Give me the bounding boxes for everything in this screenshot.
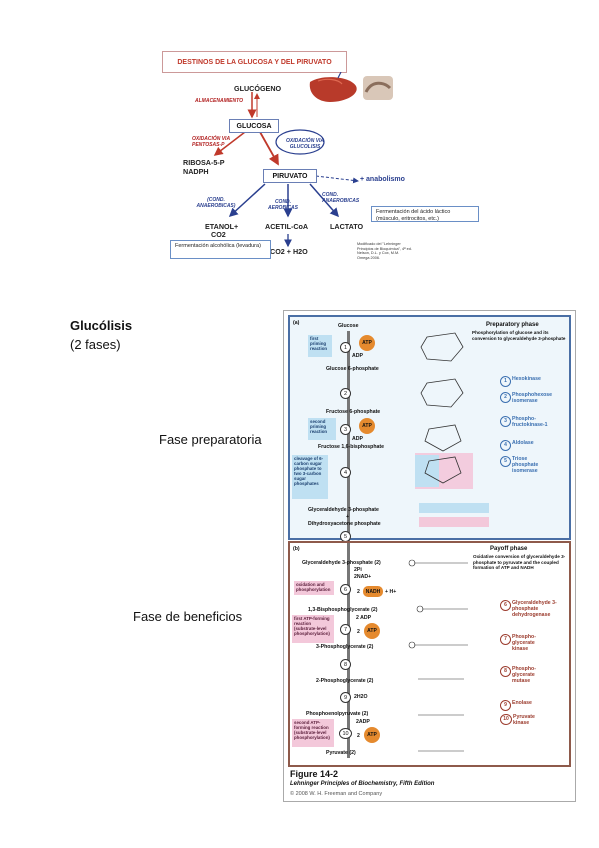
step-9-marker: 9 xyxy=(340,692,351,703)
figure-caption-title: Figure 14-2 xyxy=(290,769,339,779)
co2-h2o-node: CO2 + H2O xyxy=(270,247,308,256)
hplus-cofactor: + H+ xyxy=(385,589,397,595)
co2-node: CO2 xyxy=(211,230,226,239)
nadph-node: NADPH xyxy=(183,167,209,176)
pi2-cofactor: 2Pi xyxy=(354,567,362,573)
enzyme-phosphoglycerate-kinase: 7 Phospho-glycerate kinase xyxy=(500,634,560,653)
cleavage-label: cleavage of 6-carbon sugar phosphate to … xyxy=(292,455,328,499)
cond-aerobicas-label: COND. AEROBICAS xyxy=(268,199,299,211)
step-8-marker: 8 xyxy=(340,659,351,670)
step-3-marker: 3 xyxy=(340,424,351,435)
h2o-cofactor: 2H2O xyxy=(354,694,368,700)
anabolismo-label: + anabolismo xyxy=(360,176,405,183)
piruvato-node: PIRUVATO xyxy=(263,169,317,183)
enzyme-aldolase: 4 Aldolase xyxy=(500,440,534,451)
first-priming-label: first priming reaction xyxy=(308,335,332,357)
pg3-metabolite: 3-Phosphoglycerate (2) xyxy=(316,644,374,650)
glucolisis-subtitle: (2 fases) xyxy=(70,337,121,352)
adp2-cofactor: 2 ADP xyxy=(356,615,372,621)
oxidacion-glucolisis-label: OXIDACIÓN VIA GLUCOLISIS xyxy=(285,138,325,150)
preparatory-phase-desc: Phosphorylation of glucose and its conve… xyxy=(472,330,566,341)
fermentacion-lactica-note: Fermentación del ácido láctico (músculo,… xyxy=(371,206,479,222)
enzyme-triose-phosphate-isomerase: 5 Triose phosphate isomerase xyxy=(500,456,560,475)
adp-3: ADP xyxy=(352,436,363,442)
adp-1: ADP xyxy=(352,353,363,359)
g6p-metabolite: Glucose 6-phosphate xyxy=(326,366,379,372)
enzyme-pyruvate-kinase: 10 Pyruvate kinase xyxy=(500,714,550,727)
second-atp-label: second ATP-forming reaction (substrate-l… xyxy=(292,719,334,747)
enzyme-phosphohexose-isomerase: 2 Phosphohexose isomerase xyxy=(500,392,560,405)
almacenamiento-label: ALMACENAMIENTO xyxy=(195,98,243,104)
nadh-badge: NADH xyxy=(363,586,383,597)
pep-metabolite: Phosphoenolpyruvate (2) xyxy=(306,711,369,717)
figure-14-2: (a) Preparatory phase Phosphorylation of… xyxy=(283,310,576,802)
pathway-line-a xyxy=(347,331,350,541)
glucogeno-node: GLUCÓGENO xyxy=(234,84,282,93)
atp-badge-7: ATP xyxy=(364,623,380,639)
glucosa-node: GLUCOSA xyxy=(229,119,279,133)
plus-sign: + xyxy=(346,514,350,520)
pyruvate-metabolite: Pyruvate (2) xyxy=(326,750,356,756)
cond-anaerobicas-left-label: (COND. ANAEROBICAS) xyxy=(196,197,236,209)
two-nadh-coefficient: 2 xyxy=(357,589,360,595)
panel-preparatory: (a) Preparatory phase Phosphorylation of… xyxy=(288,315,571,542)
panel-b-label: (b) xyxy=(293,546,300,552)
cond-anaerobicas-right-label: COND. ANAEROBICAS xyxy=(322,192,360,204)
enzyme-phosphoglycerate-mutase: 8 Phospho-glycerate mutase xyxy=(500,666,560,685)
payoff-phase-title: Payoff phase xyxy=(490,546,528,552)
atp-badge-3: ATP xyxy=(359,418,375,434)
oxidation-label: oxidation and phosphorylation xyxy=(294,581,334,595)
step-7-marker: 7 xyxy=(340,624,351,635)
etanol-node: ETANOL+ xyxy=(205,222,239,231)
step-6-marker: 6 xyxy=(340,584,351,595)
dhap-metabolite: Dihydroxyacetone phosphate xyxy=(308,521,381,527)
adp2b-cofactor: 2ADP xyxy=(356,719,370,725)
source-note: Modificado del "Lehninger Principios de … xyxy=(357,242,412,261)
nad2-cofactor: 2NAD+ xyxy=(354,574,372,580)
f6p-metabolite: Fructose 6-phosphate xyxy=(326,409,381,415)
panel-a-label: (a) xyxy=(293,320,300,326)
step-2-marker: 2 xyxy=(340,388,351,399)
diagram-title: DESTINOS DE LA GLUCOSA Y DEL PIRUVATO xyxy=(162,51,347,73)
pg2-metabolite: 2-Phosphoglycerate (2) xyxy=(316,678,374,684)
acetil-coa-node: ACETIL-CoA xyxy=(265,222,309,231)
diagram-arrows xyxy=(213,72,393,248)
enzyme-gapdh: 6 Glyceraldehyde 3-phosphate dehydrogena… xyxy=(500,600,564,619)
pathway-line-b xyxy=(347,543,350,758)
first-atp-label: first ATP-forming reaction (substrate-le… xyxy=(292,615,334,643)
glucolisis-title: Glucólisis xyxy=(70,318,133,333)
bpg-metabolite: 1,3-Bisphosphoglycerate (2) xyxy=(308,607,378,613)
step-10-marker: 10 xyxy=(339,728,352,739)
two-atp-coefficient-10: 2 xyxy=(357,733,360,739)
ribosa-node: RIBOSA-5-P xyxy=(183,158,225,167)
f16bp-metabolite: Fructose 1,6-bisphosphate xyxy=(318,444,385,450)
two-atp-coefficient-7: 2 xyxy=(357,629,360,635)
fermentacion-alcoholica-note: Fermentación alcohólica (levadura) xyxy=(170,240,271,259)
figure-caption-copyright: © 2008 W. H. Freeman and Company xyxy=(290,791,383,797)
fase-beneficios-label: Fase de beneficios xyxy=(133,609,243,624)
enzyme-hexokinase: 1 Hexokinase xyxy=(500,376,541,387)
structures-b xyxy=(408,559,468,752)
gap-structure xyxy=(419,503,489,513)
panel-payoff: (b) Payoff phase Oxidative conversion of… xyxy=(288,541,571,767)
enzyme-enolase: 9 Enolase xyxy=(500,700,532,711)
structures-a xyxy=(415,332,473,489)
enzyme-phosphofructokinase: 3 Phospho-fructokinase-1 xyxy=(500,416,560,429)
fase-preparatoria-label: Fase preparatoria xyxy=(159,432,262,447)
atp-badge-1: ATP xyxy=(359,335,375,351)
glucose-metabolite: Glucose xyxy=(338,323,359,329)
gap2-metabolite: Glyceraldehyde 3-phosphate (2) xyxy=(302,560,381,566)
step-1-marker: 1 xyxy=(340,342,351,353)
atp-badge-10: ATP xyxy=(364,727,380,743)
oxidacion-pentosas-label: OXIDACIÓN VIA PENTOSAS-P xyxy=(192,136,230,148)
dhap-structure xyxy=(419,517,489,527)
second-priming-label: second priming reaction xyxy=(308,418,336,440)
gap-metabolite: Glyceraldehyde 3-phosphate xyxy=(308,507,379,513)
step-4-marker: 4 xyxy=(340,467,351,478)
lactato-node: LACTATO xyxy=(330,222,364,231)
figure-caption-book: Lehninger Principles of Biochemistry, Fi… xyxy=(290,781,435,787)
payoff-phase-desc: Oxidative conversion of glyceraldehyde 3… xyxy=(473,554,566,570)
preparatory-phase-title: Preparatory phase xyxy=(486,322,539,328)
